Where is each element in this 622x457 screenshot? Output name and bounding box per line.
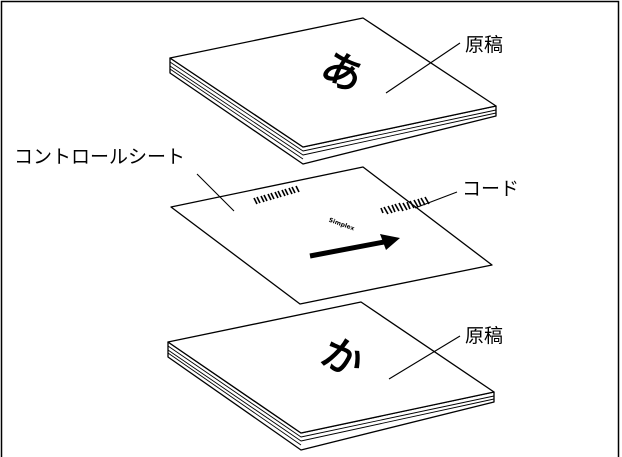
code-label: コード bbox=[462, 178, 519, 200]
code-leader bbox=[414, 191, 458, 209]
bottom-original-label: 原稿 bbox=[465, 325, 503, 347]
bottom-original-face bbox=[167, 301, 495, 434]
top-original-stack bbox=[169, 17, 497, 165]
control-sheet-face bbox=[170, 166, 493, 305]
feed-direction-arrow bbox=[309, 234, 400, 259]
top-original-leader bbox=[385, 42, 461, 94]
bottom-original-stack bbox=[167, 301, 495, 451]
barcode-right bbox=[380, 196, 430, 215]
top-original-face bbox=[169, 17, 497, 148]
barcode-left bbox=[253, 185, 300, 205]
top-original-label: 原稿 bbox=[465, 34, 503, 56]
control-sheet-leader bbox=[196, 173, 235, 212]
bottom-original-leader bbox=[388, 335, 461, 380]
control-sheet-label: コントロールシート bbox=[14, 146, 185, 168]
control-sheet bbox=[170, 166, 493, 305]
